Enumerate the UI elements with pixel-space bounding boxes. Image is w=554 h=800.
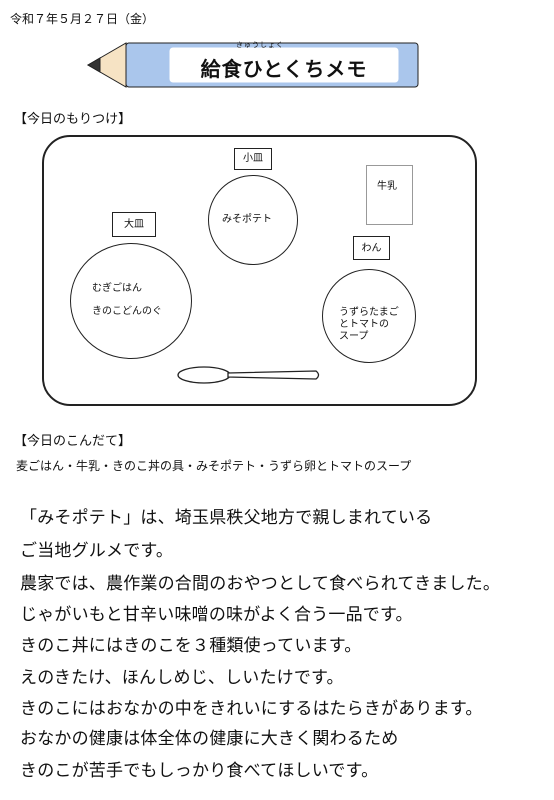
body-line-9: きのこが苦手でもしっかり食べてほしいです。 bbox=[20, 761, 379, 781]
bowl-line-3: スープ bbox=[339, 331, 369, 342]
menu-heading: 【今日のこんだて】 bbox=[14, 434, 132, 449]
big-plate-line-2: きのこどんのぐ bbox=[92, 306, 162, 317]
spoon-icon bbox=[177, 366, 320, 384]
big-plate-label: 大皿 bbox=[112, 212, 156, 237]
body-line-5: きのこ丼にはきのこを３種類使っています。 bbox=[20, 636, 362, 656]
body-line-7: きのこにはおなかの中をきれいにするはたらきがあります。 bbox=[20, 699, 483, 719]
layout-heading: 【今日のもりつけ】 bbox=[14, 112, 132, 127]
milk-carton bbox=[366, 165, 413, 225]
title-ruby: きゅうしょく bbox=[236, 41, 284, 49]
body-line-3: 農家では、農作業の合間のおやつとして食べられてきました。 bbox=[20, 574, 501, 594]
bowl-line-1: うずらたまご bbox=[339, 307, 399, 318]
date: 令和７年５月２７日（金） bbox=[10, 12, 155, 26]
bowl-label: わん bbox=[353, 236, 390, 260]
body-line-8: おなかの健康は体全体の健康に大きく関わるため bbox=[20, 729, 399, 749]
page-title: 給食ひとくちメモ bbox=[200, 57, 368, 81]
body-line-6: えのきたけ、ほんしめじ、しいたけです。 bbox=[20, 668, 344, 688]
big-plate-line-1: むぎごはん bbox=[92, 283, 142, 294]
small-plate-label: 小皿 bbox=[234, 148, 272, 170]
body-line-1: 「みそポテト」は、埼玉県秩父地方で親しまれている bbox=[20, 508, 433, 528]
small-plate-content: みそポテト bbox=[222, 214, 272, 225]
milk-label: 牛乳 bbox=[377, 181, 397, 192]
title-banner: きゅうしょく 給食ひとくちメモ bbox=[86, 38, 420, 92]
body-line-4: じゃがいもと甘辛い味噌の味がよく合う一品です。 bbox=[20, 605, 413, 625]
menu-items: 麦ごはん・牛乳・きのこ丼の具・みそポテト・うずら卵とトマトのスープ bbox=[16, 459, 412, 473]
body-line-2: ご当地グルメです。 bbox=[20, 541, 174, 561]
small-plate bbox=[208, 175, 298, 265]
pencil-icon bbox=[87, 42, 419, 88]
bowl-line-2: とトマトの bbox=[339, 319, 389, 330]
bowl bbox=[322, 269, 416, 363]
tray bbox=[42, 135, 477, 406]
big-plate bbox=[70, 243, 192, 359]
